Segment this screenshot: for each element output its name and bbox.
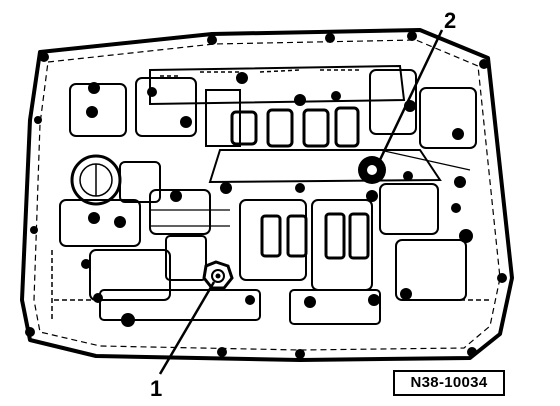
leader-line-2 [376, 29, 444, 165]
perimeter-bolts [25, 31, 507, 359]
callout-1: 1 [150, 376, 163, 401]
item-1-hex-plug [202, 260, 234, 290]
upper-valve-row [69, 64, 477, 184]
item-2-solenoid [358, 156, 386, 184]
housing-outline [20, 28, 514, 362]
housing-inner-edge [33, 39, 501, 351]
reference-code: N38-10034 [410, 374, 488, 391]
left-cylinder [70, 154, 161, 206]
internal-fasteners [81, 72, 473, 327]
callout-2: 2 [444, 8, 457, 33]
reference-code-box: N38-10034 [393, 370, 505, 396]
leader-line-1 [158, 281, 216, 375]
lower-valve-blocks [51, 149, 490, 325]
